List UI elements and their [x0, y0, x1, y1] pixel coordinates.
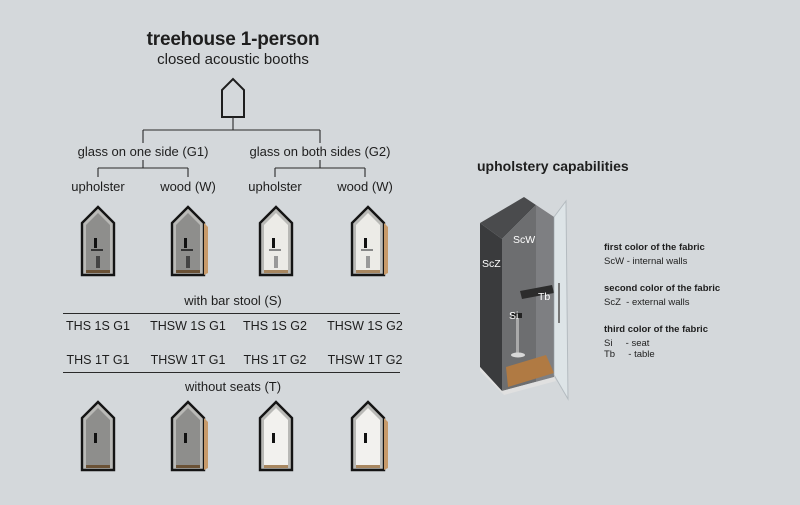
legend-heading-2: second color of the fabric	[604, 283, 721, 294]
upholstery-legend: first color of the fabric ScW - internal…	[604, 242, 794, 360]
booth-cutaway-image	[480, 197, 569, 401]
booth-image-g2-upholster-empty	[258, 400, 294, 472]
booth-image-g2-upholster-stool	[258, 205, 294, 277]
tag-scz: ScZ	[482, 258, 501, 270]
model-thsw-1s-g2: THSW 1S G2	[327, 319, 403, 333]
finish-g2-wood: wood (W)	[337, 179, 393, 194]
model-ths-1s-g2: THS 1S G2	[243, 319, 307, 333]
booth-image-g1-wood-empty	[170, 400, 208, 472]
page-subtitle: closed acoustic booths	[157, 51, 309, 68]
booth-image-g2-wood-empty	[350, 400, 388, 472]
finish-g1-wood: wood (W)	[160, 179, 216, 194]
finish-g1-upholster: upholster	[71, 179, 125, 194]
legend-line-scw: ScW - internal walls	[604, 256, 688, 267]
model-ths-1t-g2: THS 1T G2	[243, 353, 307, 367]
model-thsw-1s-g1: THSW 1S G1	[150, 319, 226, 333]
tag-si: Si	[509, 310, 519, 322]
model-thsw-1t-g1: THSW 1T G1	[150, 353, 226, 367]
bar-stool-label: with bar stool (S)	[184, 293, 282, 308]
without-seats-label: without seats (T)	[184, 379, 282, 394]
model-ths-1s-g1: THS 1S G1	[66, 319, 130, 333]
model-ths-1t-g1: THS 1T G1	[66, 353, 130, 367]
tag-tb: Tb	[538, 291, 551, 303]
legend-line-scz: ScZ - external walls	[604, 297, 690, 308]
legend-line-tb: Tb - table	[604, 349, 655, 360]
tag-scw: ScW	[513, 234, 536, 246]
booth-outline-icon	[221, 77, 245, 118]
divider-top	[63, 313, 400, 314]
legend-heading-1: first color of the fabric	[604, 242, 705, 253]
tree-connectors	[97, 77, 366, 177]
branch-g1-label: glass on one side (G1)	[77, 144, 209, 159]
booth-image-g2-wood-stool	[350, 205, 388, 277]
booth-image-g1-upholster-stool	[80, 205, 116, 277]
booth-image-g1-upholster-empty	[80, 400, 116, 472]
finish-g2-upholster: upholster	[248, 179, 302, 194]
upholstery-title: upholstery capabilities	[477, 158, 629, 174]
legend-heading-3: third color of the fabric	[604, 324, 708, 335]
legend-line-si: Si - seat	[604, 338, 650, 349]
divider-bottom	[63, 372, 400, 373]
model-thsw-1t-g2: THSW 1T G2	[327, 353, 403, 367]
branch-g2-label: glass on both sides (G2)	[249, 144, 391, 159]
booth-image-g1-wood-stool	[170, 205, 208, 277]
page-title: treehouse 1-person	[146, 29, 320, 50]
